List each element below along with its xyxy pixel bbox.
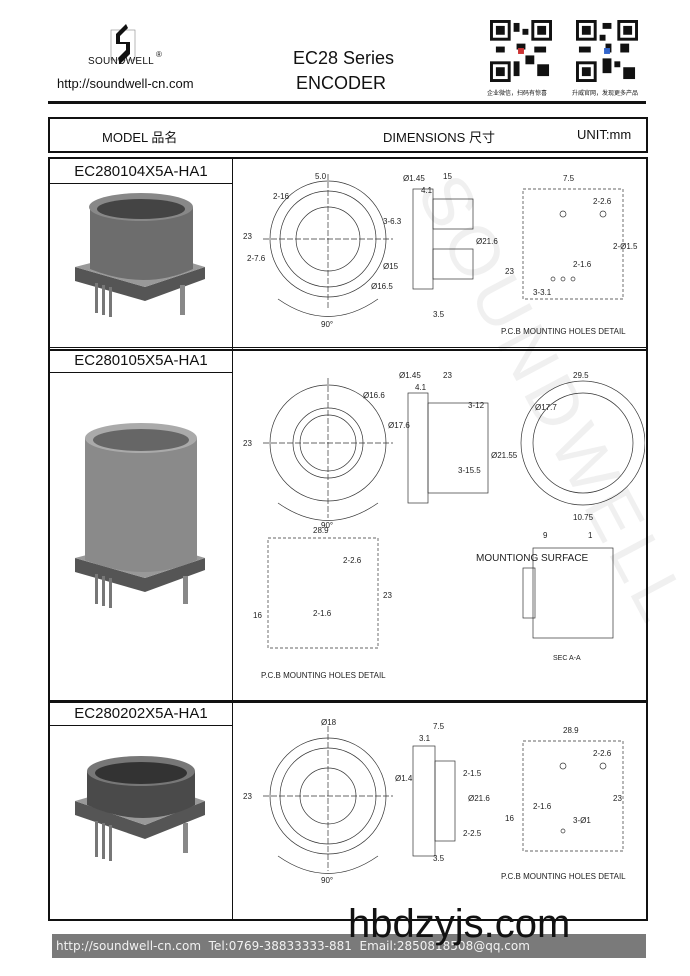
- dim-label: 2-2.6: [593, 197, 612, 206]
- dim-label: Ø21.6: [468, 794, 490, 803]
- model-heading: MODEL 品名: [102, 130, 178, 145]
- dimension-drawing: Ø18 23 90° 3.1 7.5 Ø1.4 2-1.5 Ø21.6 2-2.…: [243, 718, 626, 885]
- product-section-3: EC280202X5A-HA1 Ø18 23 90° 3.1 7.5 Ø1.4 …: [48, 700, 648, 921]
- brand-name: SOUNDWELL: [88, 56, 155, 67]
- dim-label: 23: [613, 794, 622, 803]
- dim-label: 2-7.6: [247, 254, 266, 263]
- table-header: MODEL 品名 DIMENSIONS 尺寸 UNIT:mm: [48, 117, 648, 153]
- pcb-caption: P.C.B MOUNTING HOLES DETAIL: [501, 327, 626, 336]
- dimension-drawing: 5.0 2-16 23 2-7.6 3-6.3 Ø15 Ø16.5 90° Ø1…: [243, 172, 638, 336]
- dim-label: 7.5: [433, 722, 445, 731]
- pcb-caption: P.C.B MOUNTING HOLES DETAIL: [501, 872, 626, 881]
- dim-label: 2-2.6: [343, 556, 362, 565]
- dim-label: 2-2.5: [463, 829, 482, 838]
- dim-label: 1: [588, 531, 593, 540]
- dim-label: Ø18: [321, 718, 337, 727]
- dim-label: 23: [243, 792, 252, 801]
- dim-label: 28.9: [563, 726, 579, 735]
- section-caption: SEC A-A: [553, 655, 581, 662]
- dim-label: 3.5: [433, 310, 445, 319]
- registered-mark: ®: [156, 50, 162, 59]
- product-section-2: EC280105X5A-HA1 Ø16.6 Ø17.6 23 90° Ø1.45…: [48, 347, 648, 703]
- site-watermark: hbdzyjs.com: [348, 902, 571, 946]
- dim-label: 2-1.6: [313, 609, 332, 618]
- dim-label: Ø1.45: [399, 371, 421, 380]
- model-name: EC280104X5A-HA1: [50, 159, 232, 184]
- dim-label: 2-2.6: [593, 749, 612, 758]
- header-rule: [48, 101, 646, 104]
- dim-label: 9: [543, 531, 548, 540]
- model-name: EC280105X5A-HA1: [50, 348, 232, 373]
- pcb-caption: P.C.B MOUNTING HOLES DETAIL: [261, 671, 386, 680]
- dim-label: 2-1.6: [533, 802, 552, 811]
- qr-caption-website: 升威官网，发现更多产品: [572, 91, 639, 97]
- mounting-surface-label: MOUNTIONG SURFACE: [476, 553, 589, 564]
- dim-label: 23: [243, 439, 252, 448]
- dim-label: Ø1.4: [395, 774, 413, 783]
- soundwell-logo: [110, 24, 136, 64]
- series-title: EC28 Series: [293, 48, 395, 68]
- dim-label: 4.1: [421, 186, 433, 195]
- dim-label: 23: [243, 232, 252, 241]
- product-section-1: EC280104X5A-HA1 5.0 2-16 23 2-7.6 3-6.3 …: [48, 157, 648, 351]
- dim-label: 7.5: [563, 174, 575, 183]
- dim-label: Ø21.6: [476, 237, 498, 246]
- dim-label: 3-3.1: [533, 288, 552, 297]
- dim-label: Ø21.55: [491, 451, 518, 460]
- dim-label: 2-1.6: [573, 260, 592, 269]
- product-image: [75, 756, 205, 861]
- dim-label: 28.9: [313, 526, 329, 535]
- dim-label: 3.5: [433, 854, 445, 863]
- dim-label: 23: [383, 591, 392, 600]
- model-name: EC280202X5A-HA1: [50, 701, 232, 726]
- dim-label: 90°: [321, 320, 333, 329]
- qr-code-website: [576, 20, 638, 82]
- dim-label: 5.0: [315, 172, 327, 181]
- footer-contact-bar: http://soundwell-cn.com Tel:0769-3883333…: [52, 934, 646, 958]
- product-title: ENCODER: [296, 73, 387, 93]
- dim-label: 23: [505, 267, 514, 276]
- dim-label: 3-15.5: [458, 466, 481, 475]
- dimensions-heading: DIMENSIONS 尺寸: [383, 130, 495, 145]
- dim-label: 2-Ø1.5: [613, 242, 638, 251]
- product-image: [75, 423, 205, 608]
- dim-label: 15: [443, 172, 452, 181]
- dim-label: 10.75: [573, 513, 594, 522]
- qr-code-wechat: [490, 20, 552, 82]
- dim-label: 3-6.3: [383, 217, 402, 226]
- dim-label: 29.5: [573, 371, 589, 380]
- dim-label: 90°: [321, 521, 333, 530]
- dimension-drawing: Ø16.6 Ø17.6 23 90° Ø1.45 4.1 23 3-12 Ø21…: [243, 371, 645, 680]
- dim-label: 2-1.5: [463, 769, 482, 778]
- dim-label: Ø17.7: [535, 403, 557, 412]
- dim-label: 16: [253, 611, 262, 620]
- dim-label: Ø16.5: [371, 282, 393, 291]
- dim-label: 90°: [321, 876, 333, 885]
- dim-label: Ø1.45: [403, 174, 425, 183]
- dim-label: Ø17.6: [388, 421, 410, 430]
- dim-label: 4.1: [415, 383, 427, 392]
- dim-label: 23: [443, 371, 452, 380]
- dim-label: 3.1: [419, 734, 431, 743]
- dim-label: 2-16: [273, 192, 290, 201]
- dim-label: Ø16.6: [363, 391, 385, 400]
- dim-label: 3-12: [468, 401, 485, 410]
- dim-label: 3-Ø1: [573, 816, 591, 825]
- unit-heading: UNIT:mm: [577, 127, 632, 142]
- dim-label: 16: [505, 814, 514, 823]
- company-url[interactable]: http://soundwell-cn.com: [57, 76, 194, 91]
- qr-caption-wechat: 企业微信，扫码有惊喜: [487, 91, 548, 97]
- dim-label: Ø15: [383, 262, 399, 271]
- product-image: [75, 193, 205, 317]
